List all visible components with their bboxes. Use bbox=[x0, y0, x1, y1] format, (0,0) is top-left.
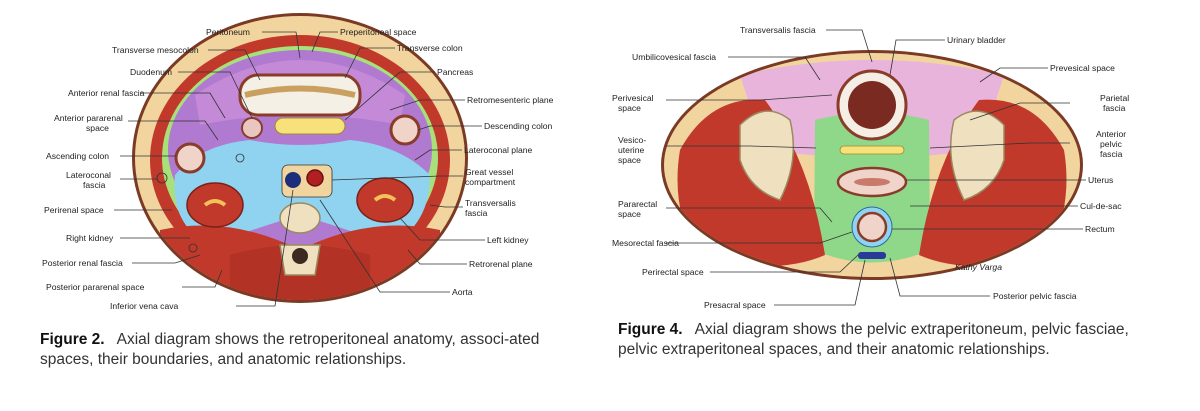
label-parietal-fascia: fascia bbox=[1103, 103, 1126, 113]
figure-2: Peritoneum Preperitoneal space Transvers… bbox=[40, 13, 575, 370]
figure-2-caption-text: Axial diagram shows the retroperitoneal … bbox=[40, 331, 540, 368]
label-perivesical: Perivesical bbox=[612, 93, 654, 103]
figure-2-caption: Figure 2.Axial diagram shows the retrope… bbox=[40, 330, 575, 370]
figure-4-caption: Figure 4.Axial diagram shows the pelvic … bbox=[618, 320, 1158, 360]
pelvic-axial-diagram: Kathy Varga Transversalis fascia Urinary… bbox=[612, 25, 1129, 310]
transverse-colon bbox=[238, 73, 362, 117]
label-vesicouterine-space: space bbox=[618, 155, 641, 165]
pancreas bbox=[274, 117, 346, 135]
label-inferior-vena-cava: Inferior vena cava bbox=[110, 301, 179, 311]
ascending-colon bbox=[174, 142, 206, 174]
right-pelvic-bone bbox=[949, 110, 1005, 201]
label-left-kidney: Left kidney bbox=[487, 235, 529, 245]
label-ascending-colon: Ascending colon bbox=[46, 151, 109, 161]
figure-4-caption-text: Axial diagram shows the pelvic extraperi… bbox=[618, 321, 1129, 358]
label-transverse-colon: Transverse colon bbox=[397, 43, 463, 53]
label-transversalis-fascia: fascia bbox=[465, 208, 488, 218]
duodenum bbox=[241, 117, 263, 139]
label-pararectal-space: space bbox=[618, 209, 641, 219]
label-descending-colon: Descending colon bbox=[484, 121, 553, 131]
label-cul-de-sac: Cul-de-sac bbox=[1080, 201, 1122, 211]
inferior-vena-cava bbox=[285, 172, 301, 188]
leader-lines bbox=[666, 29, 1086, 306]
label-posterior-pararenal-space: Posterior pararenal space bbox=[46, 282, 145, 292]
label-perirectal-space: Perirectal space bbox=[642, 267, 704, 277]
label-vesico: Vesico- bbox=[618, 135, 646, 145]
artist-signature: Kathy Varga bbox=[955, 262, 1002, 272]
label-parietal: Parietal bbox=[1100, 93, 1129, 103]
label-presacral-space: Presacral space bbox=[704, 300, 766, 310]
label-transverse-mesocolon: Transverse mesocolon bbox=[112, 45, 199, 55]
label-retrorenal-plane: Retrorenal plane bbox=[469, 259, 533, 269]
label-great-vessel-compartment: compartment bbox=[465, 177, 516, 187]
label-pancreas: Pancreas bbox=[437, 67, 473, 77]
label-posterior-renal-fascia: Posterior renal fascia bbox=[42, 258, 123, 268]
label-perivesical-space: space bbox=[618, 103, 641, 113]
label-prevesical-space: Prevesical space bbox=[1050, 63, 1115, 73]
label-mesorectal-fascia: Mesorectal fascia bbox=[612, 238, 679, 248]
label-posterior-pelvic-fascia: Posterior pelvic fascia bbox=[993, 291, 1077, 301]
label-perirenal-space: Perirenal space bbox=[44, 205, 104, 215]
label-pararectal: Pararectal bbox=[618, 199, 657, 209]
label-preperitoneal-space: Preperitoneal space bbox=[340, 27, 417, 37]
figure-4-number: Figure 4. bbox=[618, 321, 683, 338]
left-kidney bbox=[356, 177, 414, 223]
spinal-canal bbox=[292, 248, 308, 264]
right-kidney bbox=[186, 182, 244, 228]
label-lateroconal-fascia: fascia bbox=[83, 180, 106, 190]
label-uterine: uterine bbox=[618, 145, 644, 155]
descending-colon bbox=[389, 114, 421, 146]
label-anterior: Anterior bbox=[1096, 129, 1126, 139]
label-anterior-renal-fascia: Anterior renal fascia bbox=[68, 88, 145, 98]
aorta bbox=[306, 169, 324, 187]
label-uterus: Uterus bbox=[1088, 175, 1113, 185]
label-duodenum: Duodenum bbox=[130, 67, 172, 77]
label-anterior-pelvic-fascia: fascia bbox=[1100, 149, 1123, 159]
label-rectum: Rectum bbox=[1085, 224, 1115, 234]
bladder-lumen bbox=[848, 81, 896, 129]
label-aorta: Aorta bbox=[452, 287, 473, 297]
left-pelvic-bone bbox=[739, 110, 795, 201]
figure-4: Kathy Varga Transversalis fascia Urinary… bbox=[600, 0, 1200, 411]
label-pelvic: pelvic bbox=[1100, 139, 1123, 149]
label-right-kidney: Right kidney bbox=[66, 233, 114, 243]
presacral-vessels bbox=[858, 252, 886, 259]
label-anterior-pararenal-space: space bbox=[86, 123, 109, 133]
vertebral-body bbox=[279, 202, 321, 234]
label-retromesenteric-plane: Retromesenteric plane bbox=[467, 95, 554, 105]
figure-2-number: Figure 2. bbox=[40, 331, 105, 348]
label-lateroconal-plane: Lateroconal plane bbox=[464, 145, 533, 155]
label-peritoneum: Peritoneum bbox=[206, 27, 250, 37]
leader-lines bbox=[114, 31, 485, 307]
label-transversalis-fascia: Transversalis fascia bbox=[740, 25, 816, 35]
label-lateroconal: Lateroconal bbox=[66, 170, 111, 180]
label-great-vessel: Great vessel bbox=[465, 167, 513, 177]
retroperitoneal-axial-diagram: Peritoneum Preperitoneal space Transvers… bbox=[42, 13, 554, 311]
label-anterior-pararenal: Anterior pararenal bbox=[54, 113, 123, 123]
rectum bbox=[856, 211, 888, 243]
label-urinary-bladder: Urinary bladder bbox=[947, 35, 1006, 45]
label-transversalis: Transversalis bbox=[465, 198, 516, 208]
label-umbilicovesical-fascia: Umbilicovesical fascia bbox=[632, 52, 716, 62]
